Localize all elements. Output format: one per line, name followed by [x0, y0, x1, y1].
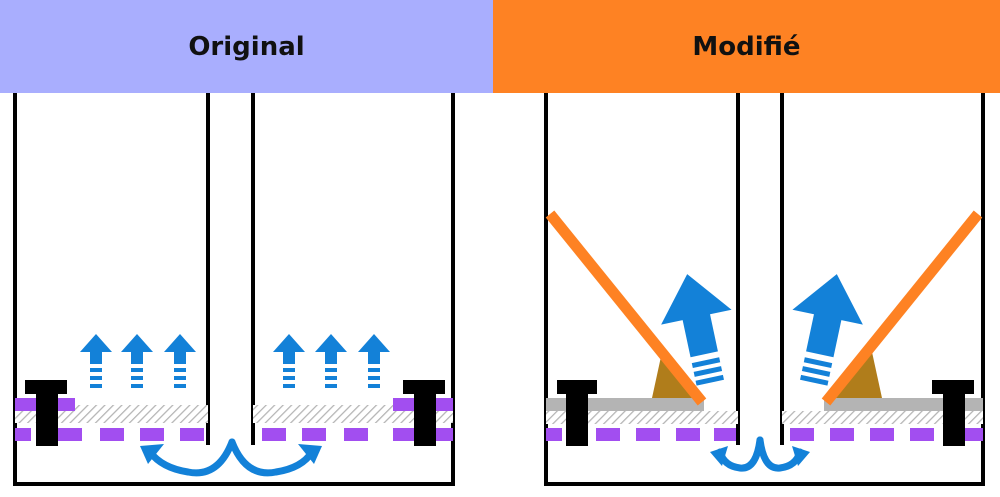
curved-arrow-head-left: [710, 446, 728, 466]
up-arrow-icon: [315, 334, 347, 388]
up-arrow-icon: [358, 334, 390, 388]
purple-layer-modified: [546, 428, 983, 441]
curved-arrow-head-right: [298, 444, 322, 464]
up-arrow-icon: [121, 334, 153, 388]
reflector-right: [821, 210, 983, 406]
header-original-label: Original: [188, 31, 305, 62]
clamp-right-original: [403, 380, 445, 446]
hatched-layer-right-a: [546, 411, 738, 424]
vessel-outline-original: [13, 93, 455, 486]
double-curved-arrow-icon: [716, 436, 804, 472]
panel-original: [13, 93, 455, 486]
vessel-outline-modified: [544, 93, 985, 486]
header-original: Original: [0, 0, 493, 93]
clamp-right-modified: [932, 380, 974, 446]
up-arrow-icon: [273, 334, 305, 388]
panel-modified: [544, 93, 985, 486]
clamp-left-original: [25, 380, 67, 446]
header-modified-label: Modifié: [692, 31, 801, 62]
hatched-layer-right-b: [782, 411, 983, 424]
up-arrow-icon: [164, 334, 196, 388]
curved-arrow-head-left: [140, 444, 164, 464]
curved-arrow-head-right: [792, 446, 810, 466]
header-modified: Modifié: [493, 0, 1000, 93]
up-arrow-icon: [80, 334, 112, 388]
clamp-left-modified: [557, 380, 597, 446]
reflector-left: [545, 210, 707, 406]
double-curved-arrow-icon: [146, 438, 316, 477]
